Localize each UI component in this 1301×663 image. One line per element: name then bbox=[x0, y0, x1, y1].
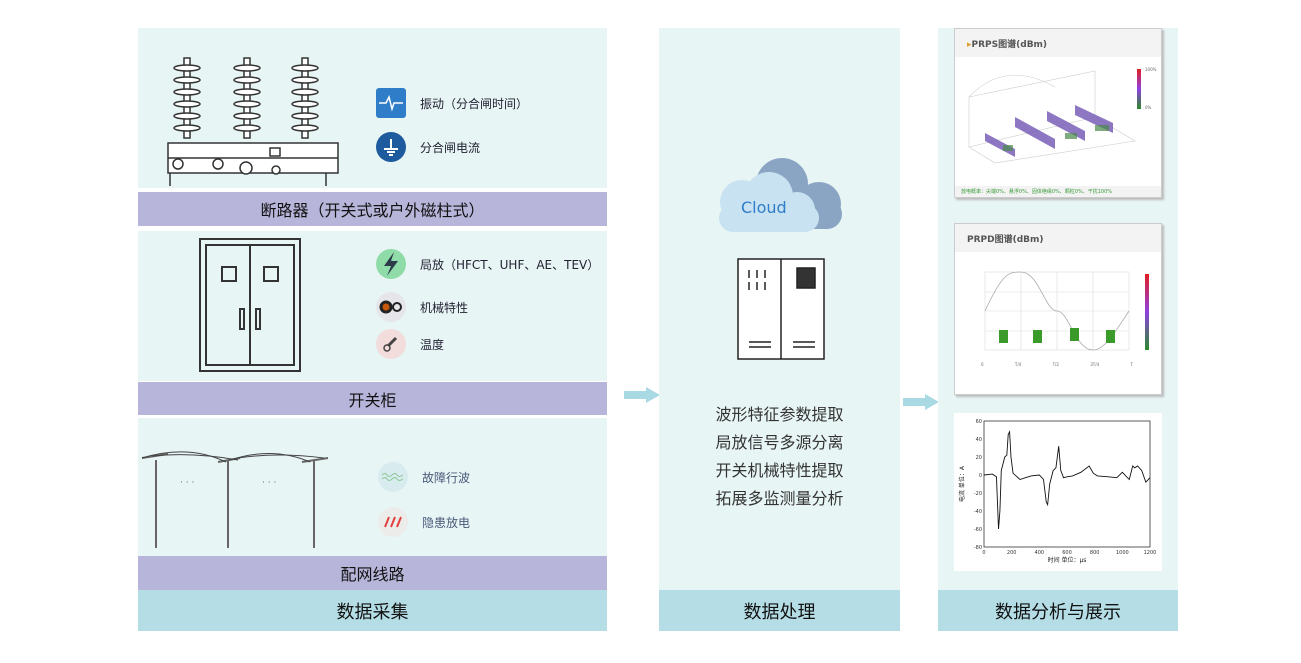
arrow-right-icon bbox=[903, 394, 939, 410]
prps-title: PRPS图谱(dBm) bbox=[971, 40, 1048, 50]
power-line-illustration bbox=[141, 451, 329, 548]
x-tick-label: 600 bbox=[1062, 550, 1072, 556]
arrow-right-icon bbox=[624, 387, 660, 403]
switchgear-label: 开关柜 bbox=[138, 382, 607, 415]
y-tick-label: 20 bbox=[976, 455, 982, 461]
gears-icon bbox=[376, 292, 406, 322]
y-tick-label: 40 bbox=[976, 437, 982, 443]
item-label: 局放（HFCT、UHF、AE、TEV） bbox=[420, 257, 600, 272]
tick: T/2 bbox=[1052, 362, 1059, 367]
x-tick-label: 400 bbox=[1035, 550, 1045, 556]
y-tick-label: -20 bbox=[974, 491, 982, 497]
tick: 0 bbox=[981, 362, 984, 367]
vibration-icon bbox=[376, 88, 406, 118]
item-temperature: 温度 bbox=[376, 329, 444, 359]
x-tick-label: 200 bbox=[1007, 550, 1017, 556]
switchgear-panel: 局放（HFCT、UHF、AE、TEV） 机械特性 温度 bbox=[138, 231, 607, 381]
line-label: 配网线路 bbox=[138, 556, 607, 590]
plot-frame bbox=[983, 420, 1151, 548]
prps-legend-min: 0% bbox=[1145, 105, 1152, 110]
prps-status: 放电概率：尖端0%、悬浮0%、固体绝缘0%、颗粒0%、干扰100% bbox=[955, 186, 1161, 197]
x-tick-label: 1000 bbox=[1116, 550, 1129, 556]
y-tick-label: -80 bbox=[974, 545, 982, 551]
x-tick-label: 1200 bbox=[1144, 550, 1157, 556]
x-axis-label: 时间 单位：μs bbox=[1048, 556, 1087, 564]
processing-footer: 数据处理 bbox=[659, 590, 900, 631]
prpd-title: PRPD图谱(dBm) bbox=[967, 235, 1044, 245]
waveform-chart-card: 0 200 400 600 800 1000 1200 -80 -60 -40 -20 0 20 40 60… bbox=[954, 413, 1162, 571]
server-icon bbox=[737, 258, 825, 360]
prpd-x-ticks: 0 T/4 T/2 3T/4 T bbox=[981, 362, 1133, 367]
breaker-label: 断路器（开关式或户外磁柱式） bbox=[138, 192, 607, 226]
x-tick-label: 800 bbox=[1090, 550, 1100, 556]
task-1: 波形特征参数提取 bbox=[715, 405, 844, 424]
lightning-icon bbox=[376, 249, 406, 279]
task-2: 局放信号多源分离 bbox=[715, 433, 844, 452]
prpd-chart bbox=[984, 271, 1149, 351]
discharge-icon bbox=[378, 507, 408, 537]
item-partial-discharge: 局放（HFCT、UHF、AE、TEV） bbox=[376, 249, 599, 279]
prps-chart bbox=[968, 69, 1141, 164]
item-label: 分合闸电流 bbox=[420, 140, 481, 155]
collection-footer: 数据采集 bbox=[138, 590, 607, 631]
breaker-illustration bbox=[167, 57, 339, 186]
y-tick-label: -40 bbox=[974, 509, 982, 515]
processing-panel: Cloud 波形特征参数提取 局放信号多源分离 开关机械特性提取 拓展多监测量分… bbox=[659, 28, 900, 590]
ellipsis-1: · · · bbox=[180, 478, 195, 488]
item-mechanical: 机械特性 bbox=[376, 292, 468, 322]
item-label: 振动（分合闸时间） bbox=[420, 96, 529, 111]
task-3: 开关机械特性提取 bbox=[715, 461, 844, 480]
prps-card: ▸PRPS图谱(dBm) 100% 0% 放电概率：尖端0%、悬浮0%、固体绝缘… bbox=[954, 28, 1162, 198]
item-label: 机械特性 bbox=[420, 300, 469, 315]
line-panel: · · · · · · 故障行波 隐患放电 bbox=[138, 418, 607, 556]
current-series-line bbox=[983, 430, 1151, 530]
task-4: 拓展多监测量分析 bbox=[715, 489, 844, 508]
y-tick-label: 60 bbox=[976, 419, 982, 425]
breaker-panel: 振动（分合闸时间） 分合闸电流 bbox=[138, 28, 607, 188]
item-label: 故障行波 bbox=[422, 470, 471, 485]
tick: 3T/4 bbox=[1090, 362, 1100, 367]
x-tick-label: 0 bbox=[982, 550, 985, 556]
y-axis-label: 电流 单位：A bbox=[958, 465, 966, 502]
tick: T/4 bbox=[1014, 362, 1022, 367]
item-hidden-discharge: 隐患放电 bbox=[378, 507, 470, 537]
waveform-chart: 0 200 400 600 800 1000 1200 -80 -60 -40 -20 0 20 40 60… bbox=[958, 419, 1157, 564]
prpd-card: PRPD图谱(dBm) 0 T/4 T/2 3T/4 T bbox=[954, 223, 1162, 395]
cloud-icon bbox=[719, 158, 842, 232]
cloud-label: Cloud bbox=[741, 198, 787, 217]
switchgear-illustration bbox=[199, 238, 301, 372]
item-switch-current: 分合闸电流 bbox=[376, 132, 480, 162]
y-tick-label: -60 bbox=[974, 527, 982, 533]
ground-icon bbox=[376, 132, 406, 162]
item-traveling-wave: 故障行波 bbox=[378, 462, 470, 492]
ellipsis-2: · · · bbox=[262, 478, 277, 488]
item-label: 温度 bbox=[420, 337, 445, 352]
tick: T bbox=[1130, 362, 1133, 367]
analysis-panel: ▸PRPS图谱(dBm) 100% 0% 放电概率：尖端0%、悬浮0%、固体绝缘… bbox=[938, 28, 1178, 590]
item-vibration: 振动（分合闸时间） bbox=[376, 88, 528, 118]
analysis-footer: 数据分析与展示 bbox=[938, 590, 1178, 631]
prps-legend-max: 100% bbox=[1145, 67, 1157, 72]
y-tick-label: 0 bbox=[979, 473, 982, 479]
item-label: 隐患放电 bbox=[422, 515, 471, 530]
thermometer-icon bbox=[376, 329, 406, 359]
wave-icon bbox=[378, 462, 408, 492]
